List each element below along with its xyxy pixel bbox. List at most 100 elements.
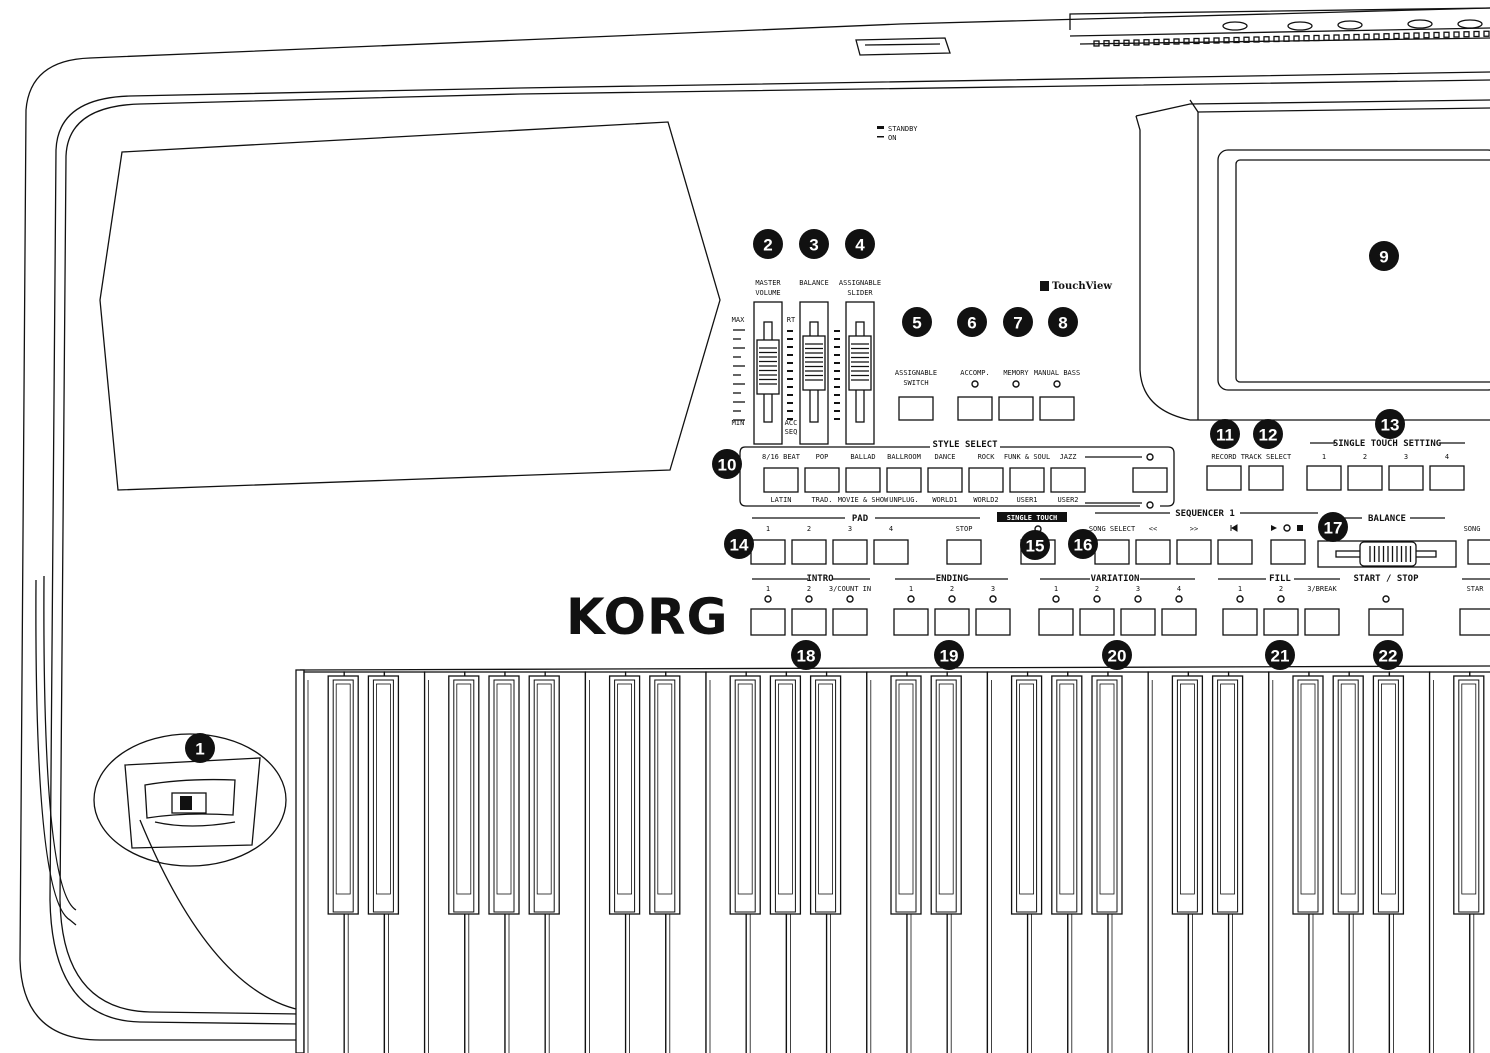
track-select-label: TRACK SELECT xyxy=(1241,453,1292,461)
keyboard-body xyxy=(19,7,1490,1041)
intro-button[interactable] xyxy=(832,608,868,636)
standby-label: STANDBY xyxy=(888,125,918,133)
callout-5: 5 xyxy=(902,307,932,337)
single-touch-label: SINGLE TOUCH xyxy=(1007,514,1058,522)
callout-number: 3 xyxy=(809,236,818,255)
touchview-logo: TouchView xyxy=(1052,281,1112,292)
song-select-button[interactable] xyxy=(1094,539,1130,565)
pad-title: PAD xyxy=(852,514,869,524)
sts-button[interactable] xyxy=(1429,465,1465,491)
track-select-button[interactable] xyxy=(1248,465,1284,491)
intro-button[interactable] xyxy=(750,608,786,636)
keyboard-keys[interactable] xyxy=(295,665,1490,1053)
pad-button[interactable] xyxy=(832,539,868,565)
balance-section: BALANCE SONG xyxy=(1342,514,1480,533)
intro-button[interactable] xyxy=(791,608,827,636)
master-volume-slider[interactable] xyxy=(753,301,783,445)
accomp-button[interactable] xyxy=(957,396,993,421)
fill-button[interactable] xyxy=(1304,608,1340,636)
style-button[interactable] xyxy=(968,467,1004,493)
style-top-label: BALLAD xyxy=(850,453,875,461)
rt-label: RT xyxy=(787,316,796,324)
sts-label: 3 xyxy=(1404,453,1408,461)
callout-18: 18 xyxy=(791,640,821,670)
slider-section: MASTER VOLUME BALANCE ASSIGNABLE SLIDER … xyxy=(732,279,881,436)
style-button[interactable] xyxy=(1009,467,1045,493)
ending-button[interactable] xyxy=(975,608,1011,636)
callout-number: 1 xyxy=(195,740,204,759)
pad-stop-button[interactable] xyxy=(946,539,982,565)
start-partial-button[interactable] xyxy=(1459,608,1490,636)
variation-led xyxy=(1093,595,1101,603)
variation-button[interactable] xyxy=(1079,608,1115,636)
ending-led xyxy=(907,595,915,603)
intro-led xyxy=(846,595,854,603)
assignable-slider-label-2: SLIDER xyxy=(847,289,873,297)
touch-display[interactable] xyxy=(1217,149,1490,391)
style-button[interactable] xyxy=(763,467,799,493)
variation-button[interactable] xyxy=(1120,608,1156,636)
variation-item-label: 3 xyxy=(1136,585,1140,593)
assignable-slider-label-1: ASSIGNABLE xyxy=(839,279,881,287)
style-button[interactable] xyxy=(927,467,963,493)
callout-number: 21 xyxy=(1271,647,1290,666)
memory-button[interactable] xyxy=(998,396,1034,421)
start-stop-button[interactable] xyxy=(1368,608,1404,636)
manual-bass-button[interactable] xyxy=(1039,396,1075,421)
callout-number: 11 xyxy=(1216,426,1234,445)
callout-number: 7 xyxy=(1013,314,1022,333)
style-top-label: BALLROOM xyxy=(887,453,921,461)
sts-button[interactable] xyxy=(1388,465,1424,491)
callout-number: 8 xyxy=(1058,314,1067,333)
balance-slider-horizontal[interactable] xyxy=(1317,540,1457,568)
style-button[interactable] xyxy=(1050,467,1086,493)
sts-button[interactable] xyxy=(1347,465,1383,491)
balance-slider[interactable] xyxy=(799,301,829,445)
fill-item-label: 3/BREAK xyxy=(1307,585,1337,593)
fast-forward-button[interactable] xyxy=(1176,539,1212,565)
fast-forward-label: >> xyxy=(1190,525,1198,533)
ending-item-label: 2 xyxy=(950,585,954,593)
record-button[interactable] xyxy=(1206,465,1242,491)
play-led xyxy=(1283,524,1291,532)
style-bottom-label: USER2 xyxy=(1057,496,1078,504)
joystick[interactable] xyxy=(93,733,287,867)
ending-button[interactable] xyxy=(893,608,929,636)
fill-button[interactable] xyxy=(1263,608,1299,636)
acc-label: ACC xyxy=(785,419,798,427)
start-partial-label: STAR xyxy=(1467,585,1485,593)
assignable-slider[interactable] xyxy=(845,301,875,445)
sequencer-section: SEQUENCER 1 SONG SELECT << >> xyxy=(1089,509,1318,533)
assignable-switch-button[interactable] xyxy=(898,396,934,421)
manual-bass-label: MANUAL BASS xyxy=(1034,369,1080,377)
style-top-label: 8/16 BEAT xyxy=(762,453,801,461)
ending-button[interactable] xyxy=(934,608,970,636)
style-bank-button[interactable] xyxy=(1132,467,1168,493)
pad-button[interactable] xyxy=(791,539,827,565)
callout-number: 2 xyxy=(763,236,772,255)
song-partial-button[interactable] xyxy=(1467,539,1490,565)
sts-label: 4 xyxy=(1445,453,1449,461)
style-button[interactable] xyxy=(886,467,922,493)
variation-button[interactable] xyxy=(1161,608,1197,636)
home-button[interactable] xyxy=(1217,539,1253,565)
intro-item-label: 1 xyxy=(766,585,770,593)
fill-button[interactable] xyxy=(1222,608,1258,636)
pad-button[interactable] xyxy=(873,539,909,565)
callout-number: 15 xyxy=(1026,537,1045,556)
song-partial-label: SONG xyxy=(1464,525,1481,533)
callout-1: 1 xyxy=(185,733,215,763)
ending-item-label: 1 xyxy=(909,585,913,593)
rewind-button[interactable] xyxy=(1135,539,1171,565)
style-button[interactable] xyxy=(804,467,840,493)
pad-label: 3 xyxy=(848,525,852,533)
style-bottom-label: UNPLUG. xyxy=(889,496,919,504)
play-stop-button[interactable] xyxy=(1270,539,1306,565)
fill-item-label: 1 xyxy=(1238,585,1242,593)
accomp-led xyxy=(971,380,979,388)
pad-button[interactable] xyxy=(750,539,786,565)
style-button[interactable] xyxy=(845,467,881,493)
sts-button[interactable] xyxy=(1306,465,1342,491)
rear-connectors xyxy=(855,7,1490,56)
variation-button[interactable] xyxy=(1038,608,1074,636)
